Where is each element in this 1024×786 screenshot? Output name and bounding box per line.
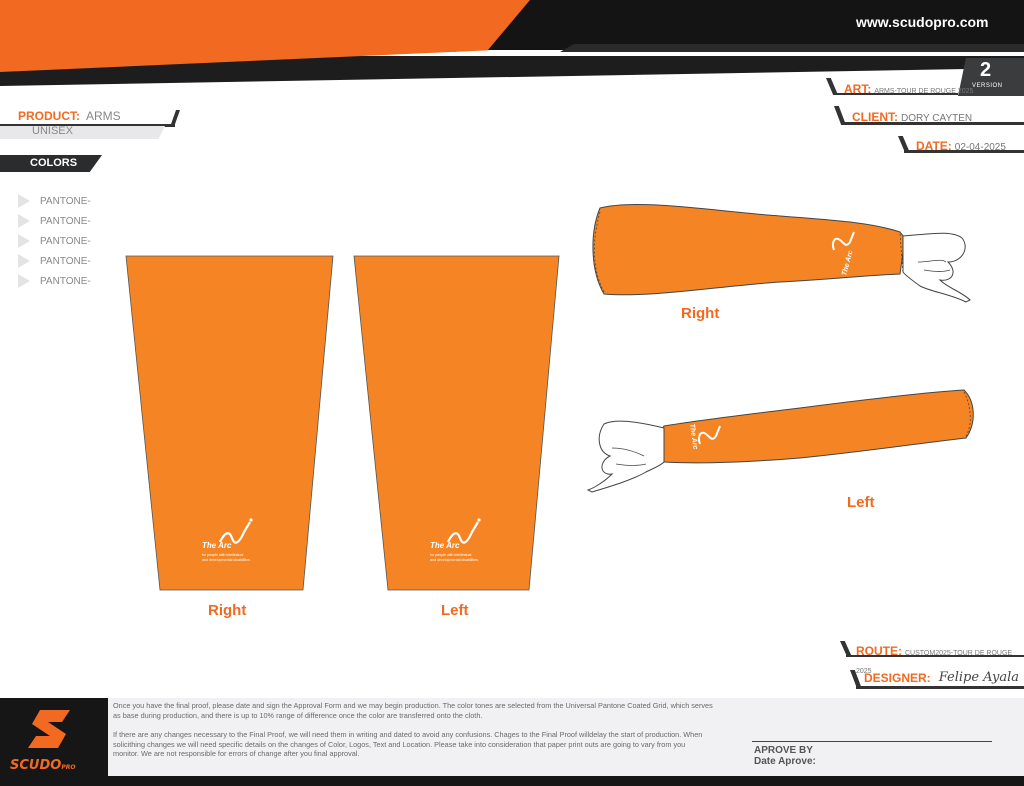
- arc-logo-icon: [447, 521, 479, 544]
- logo-tagline: for people with intellectual: [202, 553, 244, 557]
- mockup-left-label: Left: [847, 494, 875, 511]
- footer-brand: SCUDOPRO: [10, 758, 76, 773]
- divider: [842, 122, 1024, 125]
- designer-signature: Felipe Ayala: [938, 670, 1020, 685]
- art-value: ARMS-TOUR DE ROUGE 2025: [874, 88, 974, 95]
- logo-tagline: and developmental disabilities: [202, 558, 250, 562]
- route-field: ROUTE:CUSTOM2025-TOUR DE ROUGE 2025: [856, 642, 1024, 678]
- arc-logo-icon: [219, 521, 251, 544]
- list-item: PANTONE-: [18, 191, 91, 211]
- date-aprove-label: Date Aprove:: [754, 756, 816, 767]
- version-badge: [958, 58, 1024, 96]
- aprove-by-label: APROVE BY: [754, 745, 813, 756]
- footer: [0, 698, 1024, 776]
- arc-logo-icon: [697, 425, 721, 445]
- logo-name: The Arc: [688, 423, 699, 450]
- arc-logo-icon: [831, 231, 855, 251]
- divider: [856, 686, 1024, 689]
- colors-header: [0, 155, 102, 172]
- triangle-icon: [18, 194, 30, 208]
- footer-bottom-bar: [0, 776, 1024, 786]
- date-label: DATE:: [916, 139, 952, 153]
- client-value: DORY CAYTEN: [901, 113, 973, 124]
- divider: [0, 124, 175, 127]
- pattern-right: [125, 255, 334, 591]
- pantone-list: PANTONE- PANTONE- PANTONE- PANTONE- PANT…: [18, 191, 91, 291]
- colors-title: COLORS: [30, 157, 78, 169]
- header-strip: [560, 44, 1024, 52]
- list-item: PANTONE-: [18, 251, 91, 271]
- version-label: VERSION: [972, 83, 1003, 89]
- list-item: PANTONE-: [18, 211, 91, 231]
- logo-tagline: and developmental disabilities: [430, 558, 478, 562]
- mockup-right-label: Right: [681, 305, 720, 322]
- client-field: CLIENT:DORY CAYTEN: [852, 108, 972, 126]
- logo-tagline: for people with intellectual: [430, 553, 472, 557]
- signature-line: [752, 741, 992, 742]
- website-url[interactable]: www.scudopro.com: [856, 14, 989, 30]
- list-item: PANTONE-: [18, 271, 91, 291]
- version-number: 2: [980, 59, 992, 81]
- list-item: PANTONE-: [18, 231, 91, 251]
- gender-box: [0, 126, 165, 139]
- triangle-icon: [18, 274, 30, 288]
- product-value: ARMS: [86, 109, 121, 123]
- logo-name: The Arc: [430, 541, 460, 550]
- disclaimer-paragraph: If there are any changes necessary to th…: [113, 730, 703, 759]
- route-value: CUSTOM2025-TOUR DE ROUGE 2025: [856, 650, 1013, 675]
- triangle-icon: [18, 254, 30, 268]
- route-label: ROUTE:: [856, 644, 902, 658]
- footer-logo-panel: [0, 698, 108, 778]
- scudo-logo-icon: [28, 710, 70, 748]
- product-field: PRODUCT: ARMS: [18, 109, 121, 123]
- art-field: ART:ARMS-TOUR DE ROUGE 2025: [844, 80, 973, 98]
- divider-end: [170, 110, 180, 127]
- pattern-right-label: Right: [208, 602, 247, 619]
- product-label: PRODUCT:: [18, 109, 80, 123]
- disclaimer-paragraph: Once you have the final proof, please da…: [113, 701, 713, 720]
- client-label: CLIENT:: [852, 110, 898, 124]
- designer-field: DESIGNER: Felipe Ayala: [864, 670, 1019, 685]
- pattern-left: [353, 255, 560, 591]
- triangle-icon: [18, 234, 30, 248]
- date-value: 02-04-2025: [954, 142, 1006, 153]
- divider: [846, 655, 1024, 657]
- designer-label: DESIGNER:: [864, 670, 931, 685]
- divider: [904, 150, 1024, 153]
- logo-name: The Arc: [202, 541, 232, 550]
- divider: [835, 93, 958, 95]
- disclaimer: Once you have the final proof, please da…: [113, 701, 713, 759]
- triangle-icon: [18, 214, 30, 228]
- pattern-left-label: Left: [441, 602, 469, 619]
- mockup-left-arm: [586, 389, 974, 493]
- gender-value: UNISEX: [32, 125, 73, 137]
- mockup-right-arm: [592, 204, 971, 303]
- approval-block: APROVE BY Date Aprove:: [754, 745, 816, 767]
- art-label: ART:: [844, 82, 872, 96]
- date-field: DATE:02-04-2025: [916, 137, 1006, 155]
